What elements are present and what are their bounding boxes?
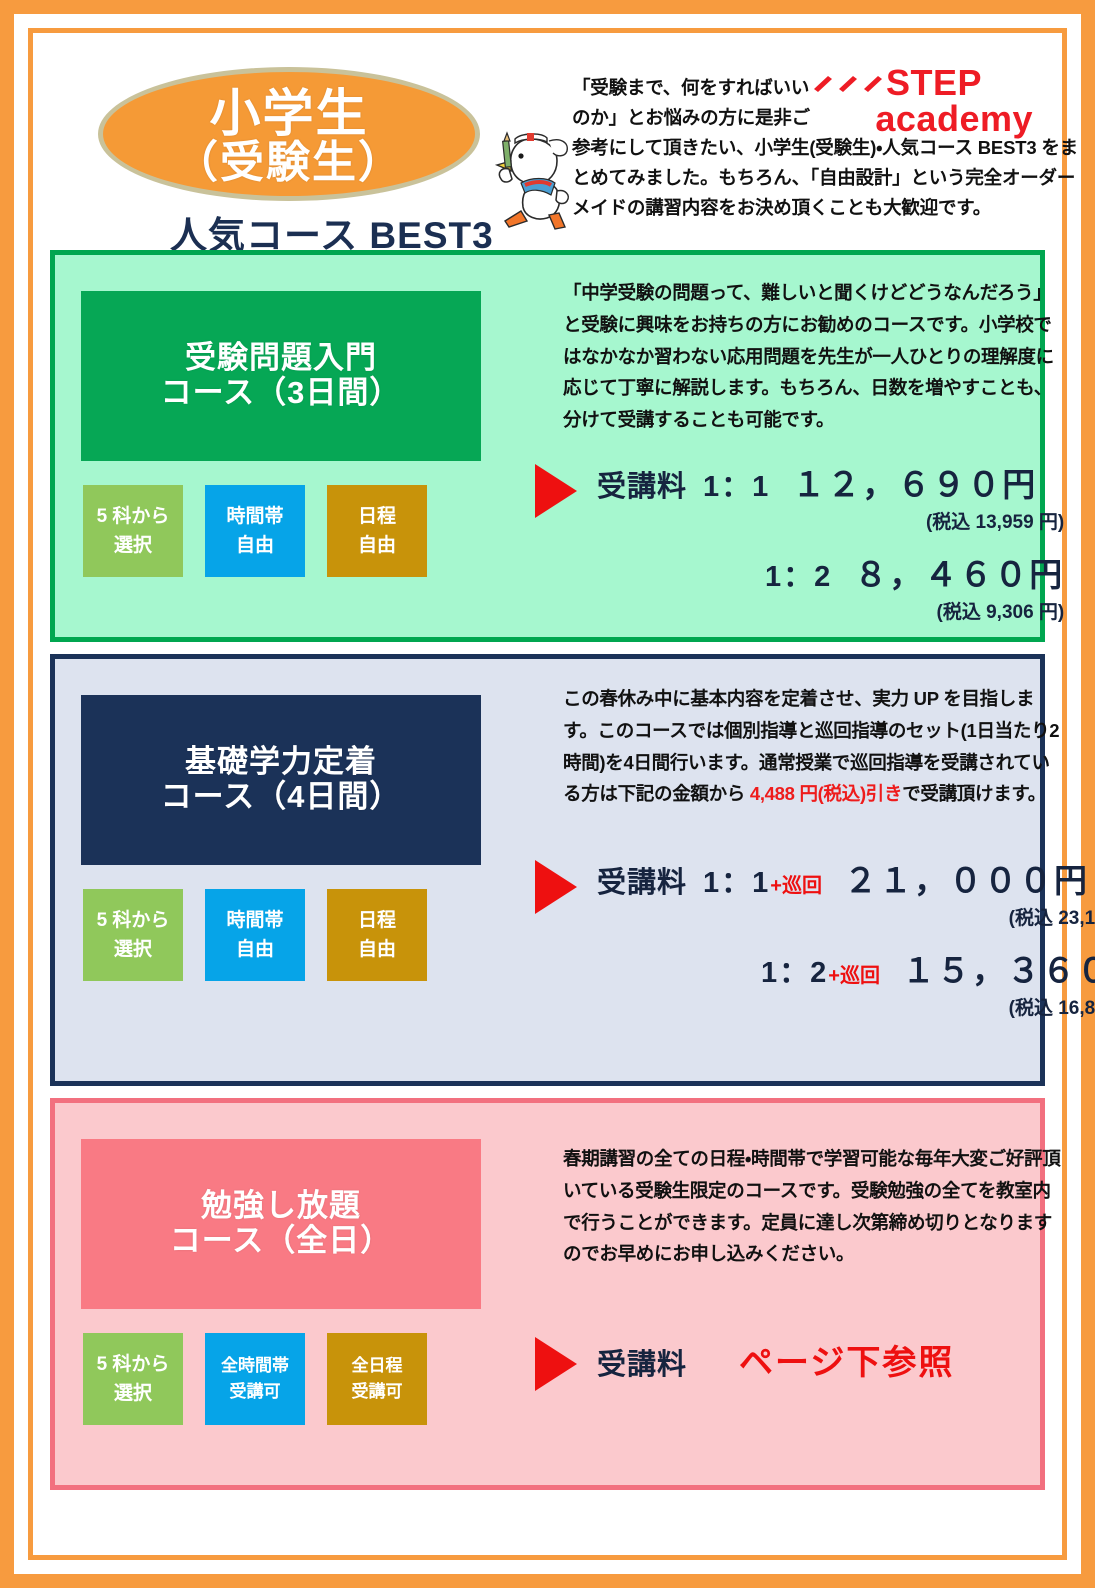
header: 小学生 （受験生） 人気コース BEST3: [50, 43, 1078, 256]
price-ratio: 1：1: [703, 471, 771, 503]
badge-line2: 選択: [113, 535, 152, 556]
badge-line2: 自由: [357, 939, 396, 960]
course-2-discount-highlight: 4,488 円(税込)引き: [749, 783, 903, 805]
header-title-line2: （受験生）: [174, 137, 404, 187]
arrow-icon: [814, 76, 832, 92]
triangle-bullet-icon: [535, 1337, 577, 1391]
logo-word-step: STEP: [886, 62, 983, 103]
badge-schedule-free: 日程 自由: [327, 485, 427, 577]
course-2-price-row-1: 受講料 1：1 +巡回 ２１，０００円: [597, 854, 1095, 902]
badge-line1: 5 科から: [96, 505, 170, 527]
course-2-price-row-2: 1：2 +巡回 １５，３６０円: [597, 944, 1095, 992]
badge-subject-choice: 5 科から 選択: [83, 485, 183, 577]
badge-line1: 全日程: [351, 1355, 403, 1375]
price-ratio: 1：1: [703, 867, 771, 899]
course-1-tax-2: (税込 9,306 円): [936, 602, 1065, 623]
flyer-inner-border: 小学生 （受験生） 人気コース BEST3: [28, 28, 1095, 1560]
course-1-price-row-2: 1：2 ８，４６０円: [597, 548, 1064, 596]
course-section-3: 勉強し放題 コース（全日） 5 科から 選択 全時間帯 受講可 全日程 受講可 …: [50, 1098, 1061, 1490]
badge-subject-choice: 5 科から 選択: [83, 1333, 183, 1425]
intro-line2: のか」とお悩みの方に是非ご: [572, 106, 810, 128]
course-3-title: 勉強し放題 コース（全日）: [81, 1139, 481, 1309]
price-label: 受講料: [597, 867, 688, 899]
badge-schedule-free: 日程 自由: [327, 889, 427, 981]
course-1-description: 「中学受験の問題って、難しいと聞くけどどうなんだろう」と受験に興味をお持ちの方に…: [563, 282, 1054, 431]
badge-line1: 時間帯: [226, 505, 284, 527]
price-label: 受講料: [597, 1349, 688, 1381]
price-ratio: 1：2: [765, 561, 833, 593]
badge-line1: 日程: [357, 505, 396, 527]
course-2-title: 基礎学力定着 コース（4日間）: [81, 695, 481, 865]
badge-line2: 選択: [113, 1383, 152, 1404]
course-2-description: この春休み中に基本内容を定着させ、実力 UP を目指します。このコースでは個別指…: [563, 683, 1063, 810]
badge-line2: 選択: [113, 939, 152, 960]
course-3-title-line1: 勉強し放題: [201, 1188, 361, 1224]
course-1-price-area: 受講料 1：1 １２，６９０円 (税込 13,959 円) 1：2 ８，４６０円…: [535, 458, 1064, 624]
course-3-title-line2: コース（全日）: [169, 1223, 393, 1258]
intro-rest: 参考にして頂きたい、小学生(受験生)・人気コース BEST3 をまとめてみました…: [572, 136, 1078, 218]
course-3-price-row: 受講料 ページ下参照: [597, 1335, 954, 1384]
course-section-1: 受験問題入門 コース（3日間） 5 科から 選択 時間帯 自由 日程 自由 「中…: [50, 250, 1064, 642]
badge-line2: 自由: [235, 535, 274, 556]
badge-line2: 自由: [357, 535, 396, 556]
header-ellipse-shape: [98, 67, 480, 201]
course-3-description: 春期講習の全ての日程・時間帯で学習可能な毎年大変ご好評頂いている受験生限定のコー…: [563, 1148, 1061, 1265]
course-1-title: 受験問題入門 コース（3日間）: [81, 291, 481, 461]
price-amount: ２１，０００円: [843, 862, 1089, 899]
arrow-icons: [812, 73, 884, 93]
price-label: 受講料: [597, 471, 688, 503]
badge-subject-choice: 5 科から 選択: [83, 889, 183, 981]
arrow-icon: [839, 76, 857, 92]
course-2-tax-1: (税込 23,100 円): [1008, 908, 1095, 929]
course-2-title-line2: コース（4日間）: [160, 779, 402, 814]
duck-mascot-icon: [487, 111, 583, 231]
course-3-price-area: 受講料 ページ下参照: [535, 1335, 954, 1391]
badge-line1: 5 科から: [96, 909, 170, 931]
course-1-badges: 5 科から 選択 時間帯 自由 日程 自由: [83, 485, 427, 577]
course-2-desc-part2: で受講頂けます。: [902, 783, 1046, 805]
header-title: 小学生 （受験生）: [98, 69, 480, 203]
price-amount: ８，４６０円: [854, 556, 1065, 593]
price-amount: １２，６９０円: [792, 466, 1038, 503]
badge-line2: 自由: [235, 939, 274, 960]
header-title-line1: 小学生: [209, 84, 369, 142]
badge-line1: 全時間帯: [221, 1355, 289, 1375]
course-2-price-area: 受講料 1：1 +巡回 ２１，０００円 (税込 23,100 円) 1：2 +巡…: [535, 854, 1095, 1020]
arrow-icon: [864, 76, 882, 92]
step-academy-logo: STEP academy: [812, 65, 1037, 137]
course-1-title-line1: 受験問題入門: [185, 340, 377, 376]
header-best3: 人気コース BEST3: [170, 215, 494, 256]
course-3-badges: 5 科から 選択 全時間帯 受講可 全日程 受講可: [83, 1333, 427, 1425]
course-2-desc-part1: この春休み中に基本内容を定着させ、実力 UP を目指します。このコースでは個別指…: [563, 688, 1060, 805]
badge-line2: 受講可: [351, 1382, 403, 1401]
course-1-title-line2: コース（3日間）: [160, 375, 402, 410]
badge-all-days: 全日程 受講可: [327, 1333, 427, 1425]
badge-time-free: 時間帯 自由: [205, 485, 305, 577]
badge-all-time-slots: 全時間帯 受講可: [205, 1333, 305, 1425]
flyer-content: 小学生 （受験生） 人気コース BEST3: [50, 43, 1095, 1545]
badge-line1: 時間帯: [226, 909, 284, 931]
course-2-tax-2: (税込 16,896 円): [1008, 998, 1095, 1019]
triangle-bullet-icon: [535, 464, 577, 518]
price-junkai-1: +巡回: [770, 875, 822, 897]
price-junkai-2: +巡回: [828, 965, 880, 987]
course-2-title-line1: 基礎学力定着: [185, 744, 377, 780]
badge-line1: 5 科から: [96, 1353, 170, 1375]
intro-text: 「受験まで、何をすればいい のか」とお悩みの方に是非ご 参考にして頂きたい、小学…: [572, 73, 1080, 223]
badge-line1: 日程: [357, 909, 396, 931]
course-3-price-note: ページ下参照: [739, 1344, 955, 1382]
price-amount: １５，３６０円: [901, 952, 1095, 989]
course-1-tax-1: (税込 13,959 円): [925, 512, 1065, 533]
badge-time-free: 時間帯 自由: [205, 889, 305, 981]
logo-word-academy: academy: [875, 98, 1033, 139]
course-section-2: 基礎学力定着 コース（4日間） 5 科から 選択 時間帯 自由 日程 自由 この…: [50, 654, 1095, 1086]
price-ratio: 1：2: [761, 957, 829, 989]
badge-line2: 受講可: [229, 1382, 281, 1401]
intro-line1: 「受験まで、何をすればいい: [572, 77, 810, 98]
course-2-badges: 5 科から 選択 時間帯 自由 日程 自由: [83, 889, 427, 981]
triangle-bullet-icon: [535, 860, 577, 914]
course-1-price-row-1: 受講料 1：1 １２，６９０円: [597, 458, 1064, 506]
